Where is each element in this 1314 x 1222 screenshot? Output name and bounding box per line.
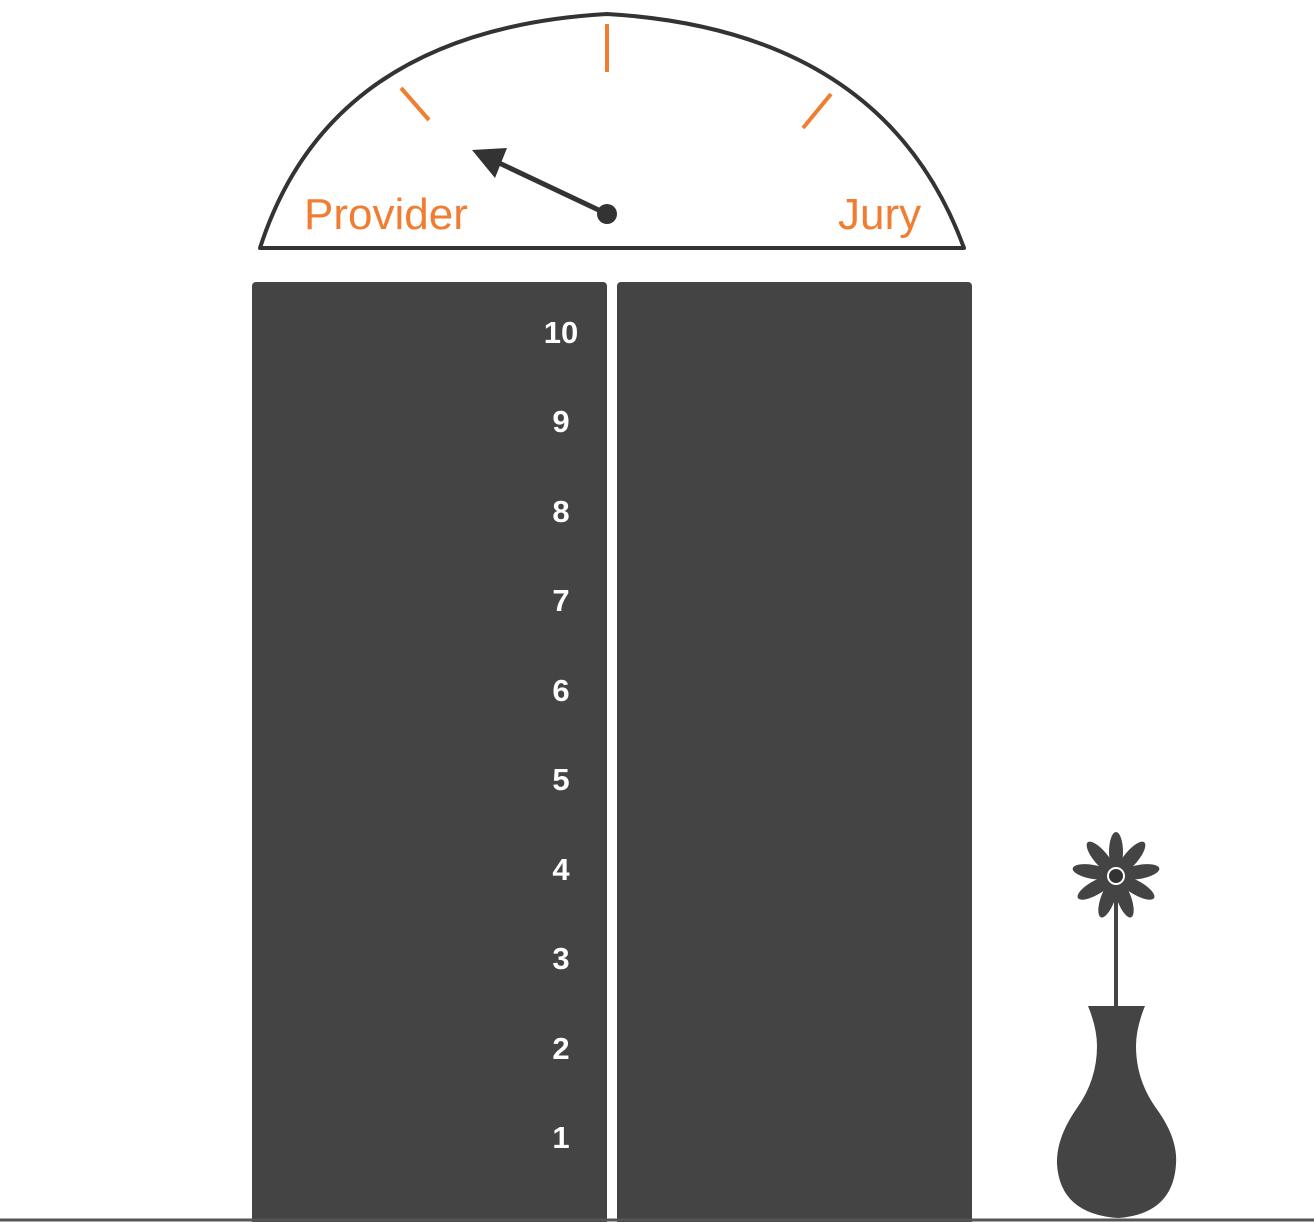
floor-number: 8 bbox=[552, 494, 569, 529]
floor-number: 2 bbox=[552, 1031, 569, 1066]
floor-number: 6 bbox=[552, 673, 569, 708]
floor-number: 1 bbox=[552, 1120, 569, 1155]
floor-number: 4 bbox=[552, 852, 570, 887]
flower-icon bbox=[1071, 832, 1160, 1008]
floor-indicator-gauge: Provider Jury bbox=[260, 14, 964, 248]
floor-number: 7 bbox=[552, 583, 569, 618]
elevator-door-right[interactable] bbox=[617, 282, 972, 1222]
floor-number: 5 bbox=[552, 762, 569, 797]
floor-number: 10 bbox=[544, 315, 578, 350]
gauge-label-provider: Provider bbox=[304, 190, 468, 239]
floor-number: 3 bbox=[552, 941, 569, 976]
gauge-label-jury: Jury bbox=[838, 190, 921, 239]
vase-icon bbox=[1057, 1006, 1176, 1218]
gauge-needle-pivot bbox=[597, 204, 617, 224]
elevator: 10 9 8 7 6 5 4 3 2 1 bbox=[252, 282, 972, 1222]
floor-number: 9 bbox=[552, 404, 569, 439]
flower-center bbox=[1108, 868, 1124, 884]
